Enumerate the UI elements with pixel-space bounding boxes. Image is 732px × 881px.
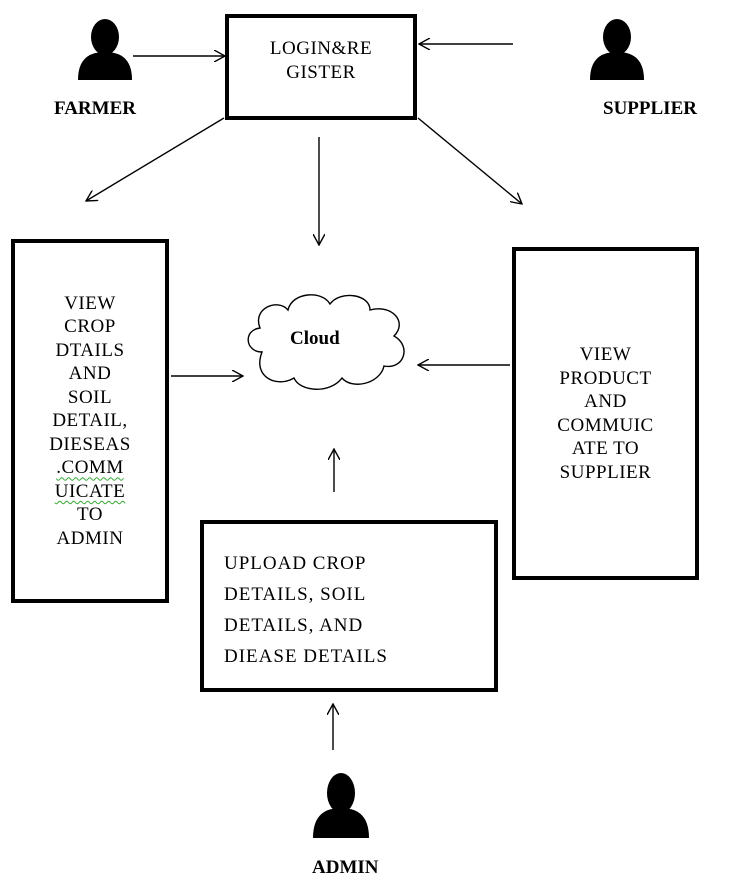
cloud-label: Cloud — [290, 328, 340, 349]
supplier-label: SUPPLIER — [603, 98, 697, 119]
supplier-functions-text: VIEW PRODUCT AND COMMUIC ATE TO SUPPLIER — [557, 344, 654, 483]
farmer-functions-bottom-lines: TO ADMIN — [56, 504, 124, 549]
admin-functions-box: UPLOAD CROP DETAILS, SOIL DETAILS, AND D… — [200, 520, 498, 692]
admin-functions-text: UPLOAD CROP DETAILS, SOIL DETAILS, AND D… — [224, 553, 388, 667]
admin-user-icon — [313, 773, 369, 838]
farmer-functions-box: VIEW CROP DTAILS AND SOIL DETAIL, DIESEA… — [11, 239, 169, 603]
arrow-login-to-farmer-box — [86, 117, 225, 201]
farmer-functions-uicate-line: UICATE — [54, 480, 126, 502]
cloud-shape — [247, 294, 405, 390]
farmer-functions-top-lines: VIEW CROP DTAILS AND SOIL DETAIL, DIESEA… — [49, 292, 131, 455]
supplier-user-icon — [590, 19, 644, 80]
farmer-user-icon — [78, 19, 132, 80]
farmer-functions-text: VIEW CROP DTAILS AND SOIL DETAIL, DIESEA… — [49, 292, 131, 551]
farmer-functions-comm-line: .COMM — [56, 457, 124, 479]
login-register-line-2: GISTER — [286, 61, 356, 83]
arrow-login-to-supplier-box — [417, 117, 522, 204]
login-register-line-1: LOGIN&RE — [269, 38, 373, 59]
supplier-functions-box: VIEW PRODUCT AND COMMUIC ATE TO SUPPLIER — [512, 247, 699, 580]
farmer-label: FARMER — [54, 98, 136, 119]
admin-label: ADMIN — [312, 857, 379, 878]
